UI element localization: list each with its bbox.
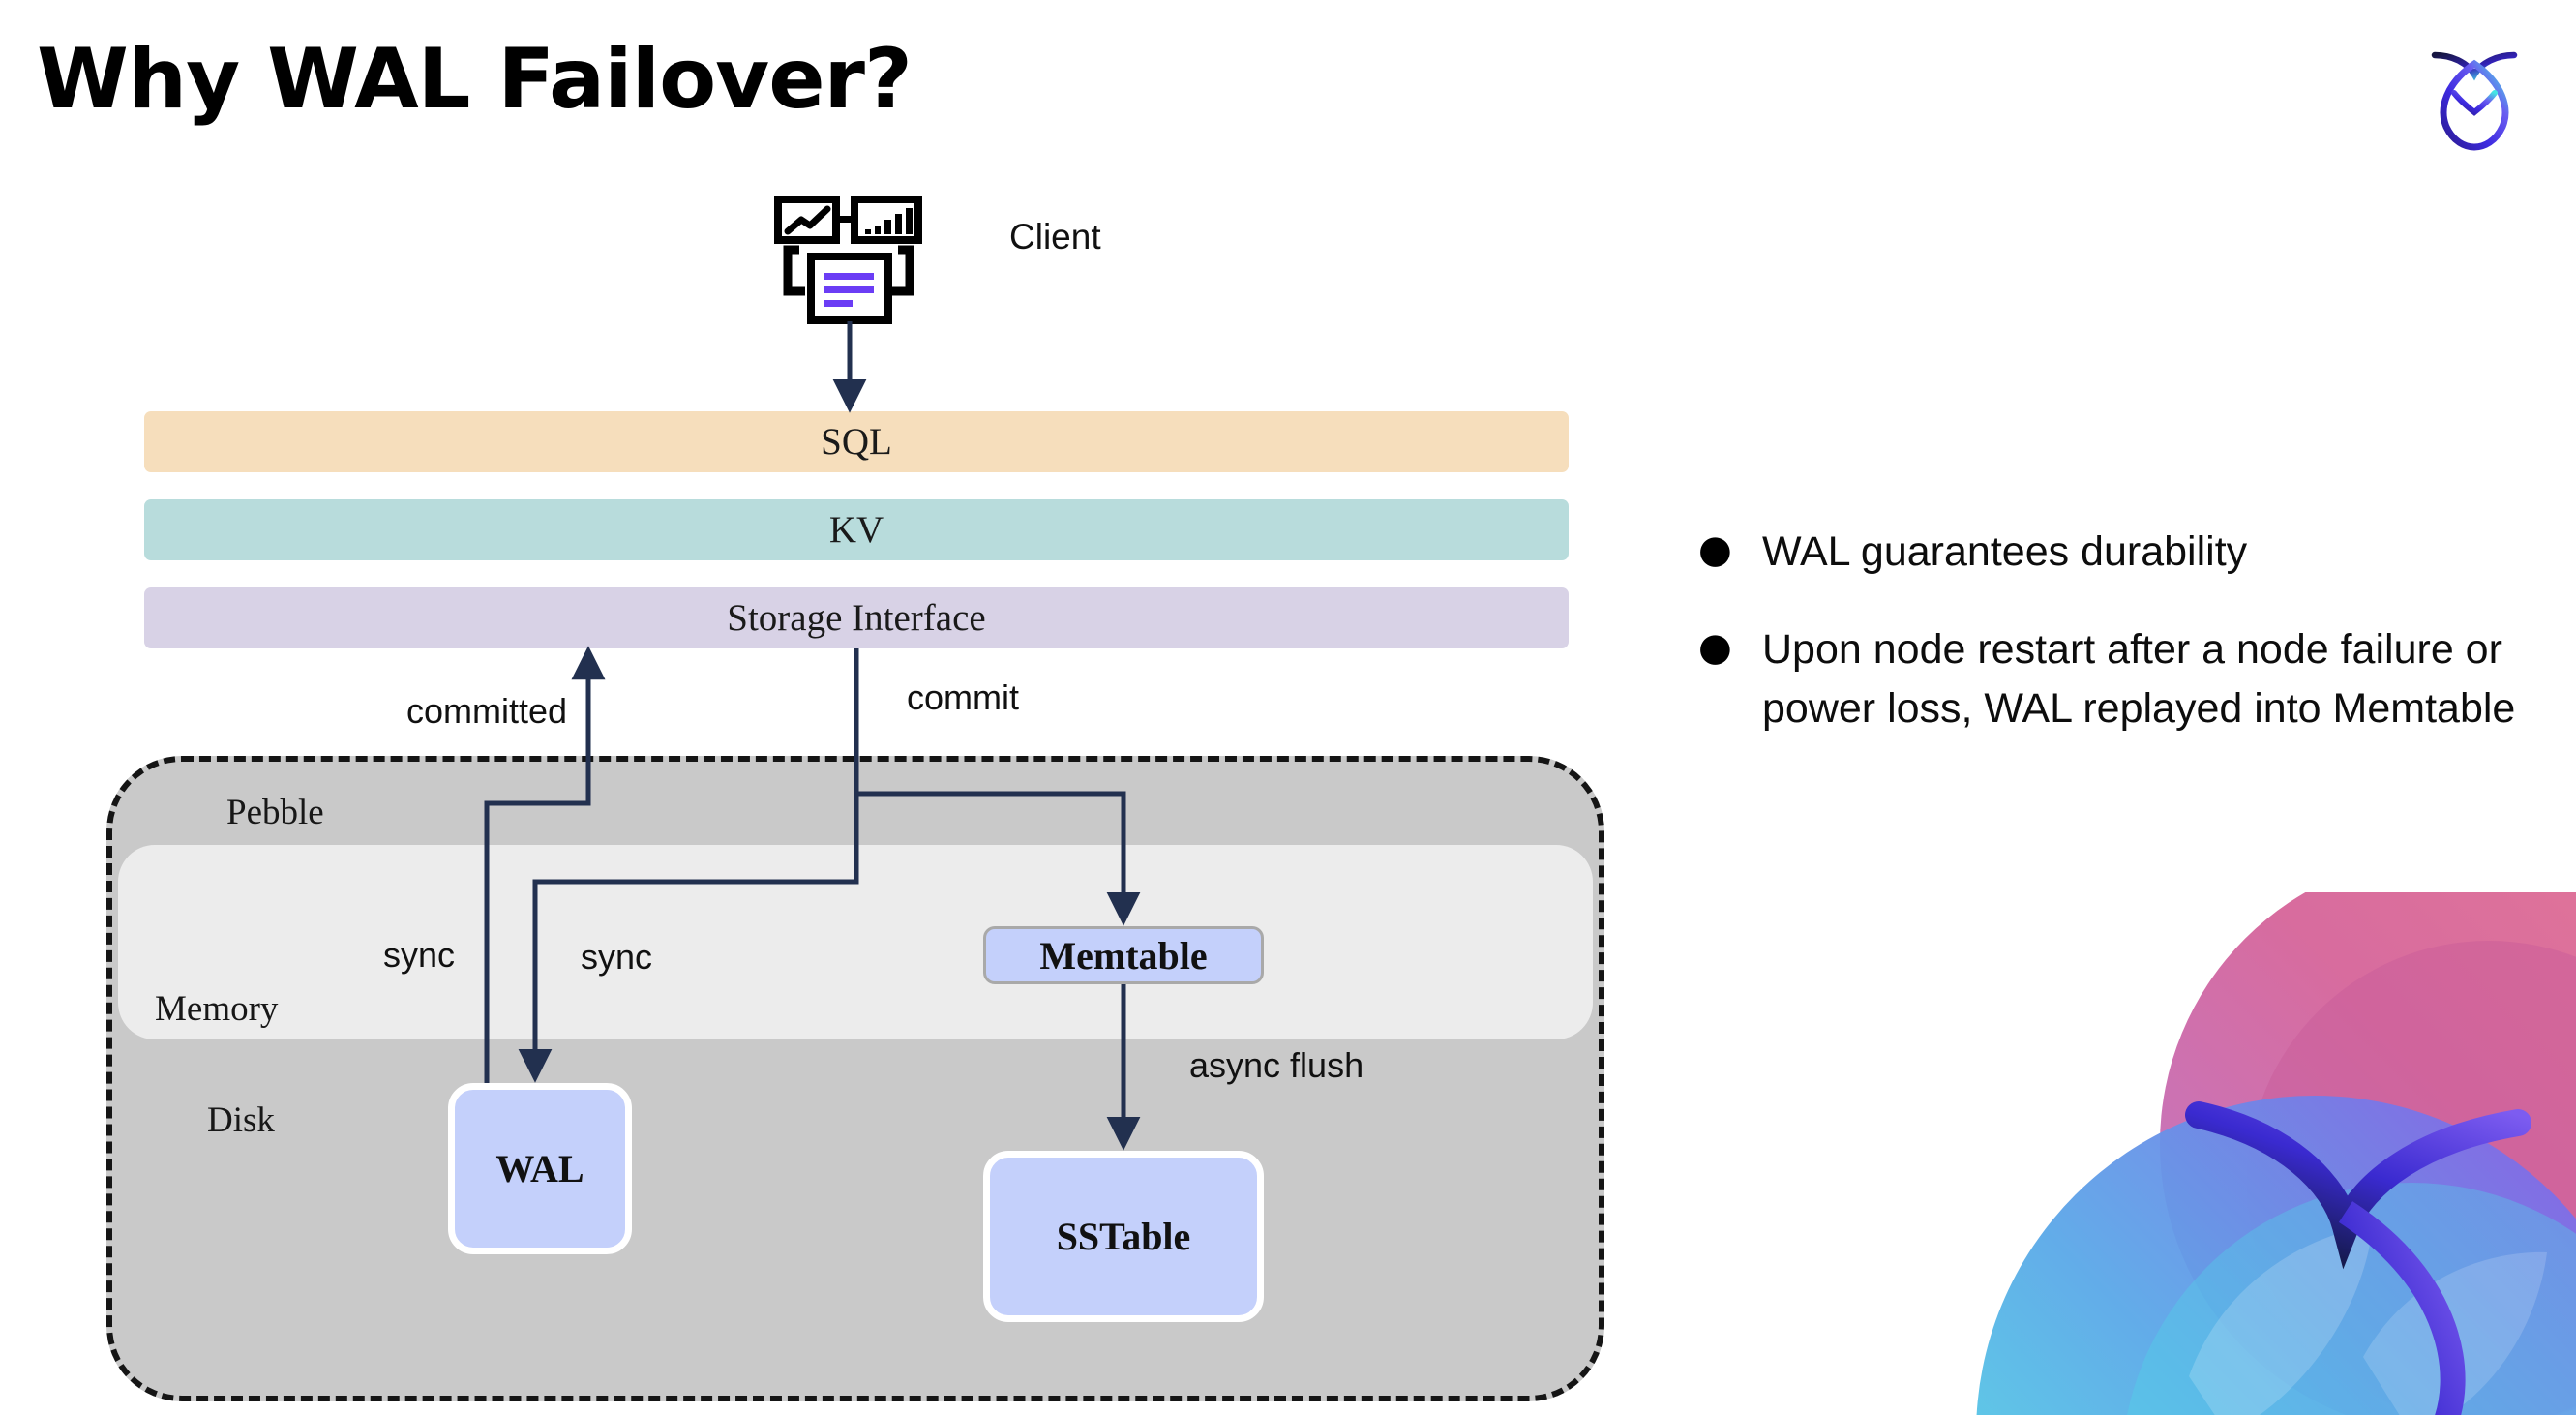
page-title: Why WAL Failover? [37,31,913,128]
architecture-diagram: Client SQL KV Storage Interface Pebble M… [106,196,1604,1401]
client-dashboard-icon [774,196,925,327]
corner-artwork [1908,892,2576,1415]
bullet-text: Upon node restart after a node failure o… [1762,626,2516,733]
cockroachdb-logo-icon [2413,33,2535,155]
edge-label-sync-right: sync [581,937,653,977]
disk-label: Disk [207,1100,275,1140]
bullet-text: WAL guarantees durability [1762,528,2248,575]
edge-label-commit: commit [907,677,1019,717]
memory-zone [118,845,1593,1039]
list-item: ● WAL guarantees durability [1698,523,2531,582]
layer-bar-kv: KV [144,499,1569,560]
bullet-marker-icon: ● [1698,625,1732,671]
node-wal: WAL [448,1083,632,1254]
list-item: ● Upon node restart after a node failure… [1698,620,2531,738]
layer-bar-storage-interface: Storage Interface [144,587,1569,648]
client-label: Client [1009,217,1101,256]
edge-label-committed: committed [406,691,568,731]
bullet-marker-icon: ● [1698,527,1732,572]
node-sstable: SSTable [983,1151,1264,1322]
node-memtable: Memtable [983,926,1264,984]
pebble-label: Pebble [226,793,324,832]
edge-label-sync-left: sync [383,935,456,975]
layer-bar-sql: SQL [144,411,1569,472]
memory-label: Memory [155,989,279,1029]
edge-label-async-flush: async flush [1189,1045,1364,1085]
bullet-list: ● WAL guarantees durability ● Upon node … [1698,523,2531,777]
